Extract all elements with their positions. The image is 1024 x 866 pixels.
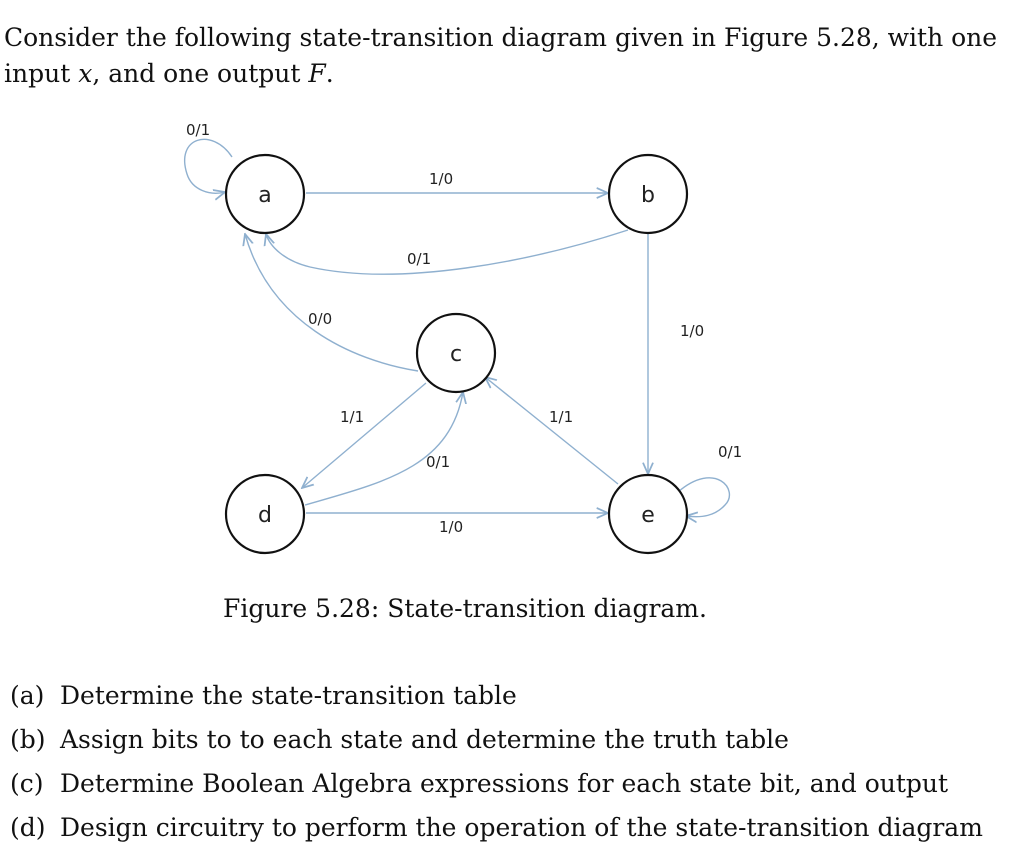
input-variable: x bbox=[78, 59, 93, 88]
label-a-a: 0/1 bbox=[186, 121, 210, 139]
part-d: (d) Design circuitry to perform the opera… bbox=[10, 806, 983, 850]
transition-a-a bbox=[184, 138, 233, 193]
part-d-text: Design circuitry to perform the operatio… bbox=[60, 813, 983, 842]
part-d-marker: (d) bbox=[10, 813, 46, 842]
label-b-e: 1/0 bbox=[680, 322, 704, 340]
part-a: (a) Determine the state-transition table bbox=[10, 674, 983, 718]
label-e-e: 0/1 bbox=[718, 443, 742, 461]
state-d: d bbox=[224, 473, 306, 555]
transition-e-c bbox=[485, 377, 619, 485]
label-a-b: 1/0 bbox=[429, 170, 453, 188]
part-c-text: Determine Boolean Algebra expressions fo… bbox=[60, 769, 949, 798]
intro-suffix: . bbox=[325, 59, 334, 88]
problem-intro: Consider the following state-transition … bbox=[4, 20, 1014, 92]
label-e-c: 1/1 bbox=[549, 408, 573, 426]
part-b-marker: (b) bbox=[10, 725, 46, 754]
intro-middle: , and one output bbox=[92, 59, 309, 88]
label-d-c: 0/1 bbox=[426, 453, 450, 471]
label-c-d: 1/1 bbox=[340, 408, 364, 426]
figure-caption: Figure 5.28: State-transition diagram. bbox=[223, 594, 707, 623]
transition-d-c bbox=[304, 392, 463, 506]
part-b-text: Assign bits to to each state and determi… bbox=[60, 725, 789, 754]
part-a-marker: (a) bbox=[10, 681, 45, 710]
state-c: c bbox=[415, 312, 497, 394]
state-transition-diagram: 0/1 1/0 0/1 1/0 0/0 1/1 1/1 0/1 0/1 1/0 … bbox=[184, 121, 742, 555]
state-c-label: c bbox=[450, 342, 462, 367]
question-parts: (a)Determine the state-transition table … bbox=[10, 674, 983, 850]
transition-c-a bbox=[245, 234, 419, 372]
intro-prefix: Consider the following state-transition … bbox=[4, 23, 998, 88]
part-c: (c) Determine Boolean Algebra expressions… bbox=[10, 762, 983, 806]
state-a-label: a bbox=[258, 183, 271, 208]
part-c-marker: (c) bbox=[10, 769, 44, 798]
label-c-a: 0/0 bbox=[308, 310, 332, 328]
transition-b-a bbox=[266, 229, 629, 275]
transition-c-d bbox=[302, 382, 427, 488]
label-d-e: 1/0 bbox=[439, 518, 463, 536]
part-a-text: Determine the state-transition table bbox=[60, 681, 517, 710]
output-variable: F bbox=[308, 59, 326, 88]
transition-e-e bbox=[677, 477, 731, 517]
state-a: a bbox=[224, 153, 306, 235]
state-d-label: d bbox=[258, 503, 272, 528]
label-b-a: 0/1 bbox=[407, 250, 431, 268]
part-b: (b) Assign bits to to each state and dete… bbox=[10, 718, 983, 762]
state-e-label: e bbox=[641, 503, 655, 528]
state-b: b bbox=[607, 153, 689, 235]
state-e: e bbox=[607, 473, 689, 555]
state-b-label: b bbox=[641, 183, 655, 208]
